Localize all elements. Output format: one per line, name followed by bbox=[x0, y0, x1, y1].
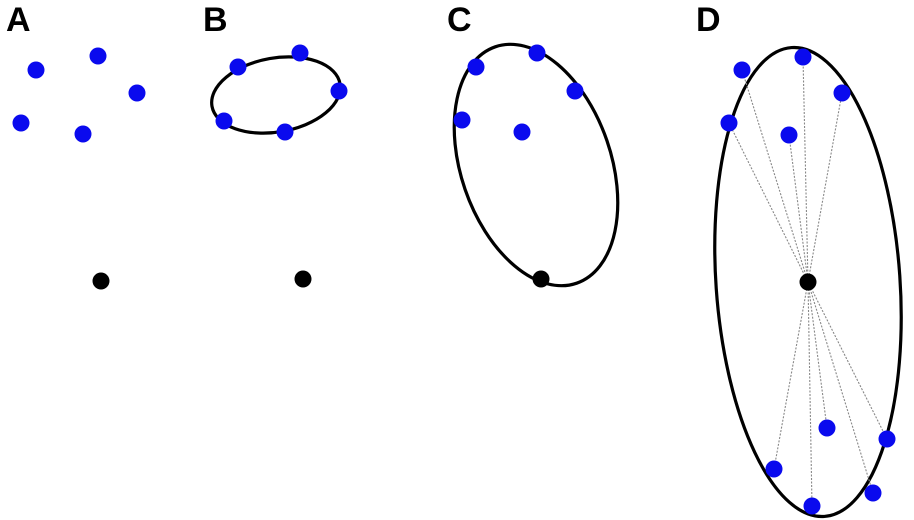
sample-point bbox=[215, 112, 233, 130]
sample-point bbox=[833, 84, 851, 102]
reflected-point bbox=[864, 484, 882, 502]
centered-ellipse bbox=[713, 45, 903, 519]
ray-line bbox=[807, 281, 828, 429]
sample-point bbox=[513, 123, 531, 141]
sample-point bbox=[794, 48, 812, 66]
sample-point bbox=[12, 114, 30, 132]
panel-b-label: B bbox=[203, 1, 228, 39]
sample-point bbox=[229, 58, 247, 76]
reflected-point bbox=[878, 430, 896, 448]
sample-point bbox=[330, 82, 348, 100]
anchor-point bbox=[799, 273, 817, 291]
ray-line bbox=[807, 281, 813, 507]
ray-line bbox=[807, 281, 888, 440]
ray-line bbox=[788, 134, 809, 283]
sample-point bbox=[128, 84, 146, 102]
sample-point bbox=[467, 58, 485, 76]
sample-point bbox=[528, 44, 546, 62]
reflected-point bbox=[803, 497, 821, 515]
sample-point bbox=[89, 47, 107, 65]
anchor-point bbox=[294, 270, 312, 288]
reflected-point bbox=[765, 460, 783, 478]
sample-point bbox=[74, 125, 92, 143]
sample-point bbox=[720, 114, 738, 132]
panel-b: B bbox=[203, 1, 348, 288]
sample-point bbox=[291, 44, 309, 62]
panel-a-label: A bbox=[6, 1, 31, 39]
sample-point bbox=[780, 126, 798, 144]
ray-line bbox=[807, 92, 843, 283]
panel-c: C bbox=[447, 1, 620, 288]
sample-point bbox=[733, 61, 751, 79]
panel-c-label: C bbox=[447, 1, 472, 39]
anchor-point bbox=[532, 270, 550, 288]
ray-line bbox=[773, 281, 809, 470]
anchor-point bbox=[92, 272, 110, 290]
ray-line bbox=[741, 69, 809, 283]
panel-d-label: D bbox=[696, 1, 721, 39]
reflected-point bbox=[818, 419, 836, 437]
sample-point bbox=[453, 111, 471, 129]
ray-line bbox=[807, 281, 874, 494]
sample-point bbox=[566, 82, 584, 100]
anchored-ellipse bbox=[452, 42, 620, 288]
sample-point bbox=[276, 123, 294, 141]
ray-line bbox=[728, 122, 809, 283]
panel-d: D bbox=[696, 1, 903, 519]
sample-point bbox=[27, 61, 45, 79]
ray-line bbox=[802, 56, 809, 283]
panel-a: A bbox=[6, 1, 146, 290]
